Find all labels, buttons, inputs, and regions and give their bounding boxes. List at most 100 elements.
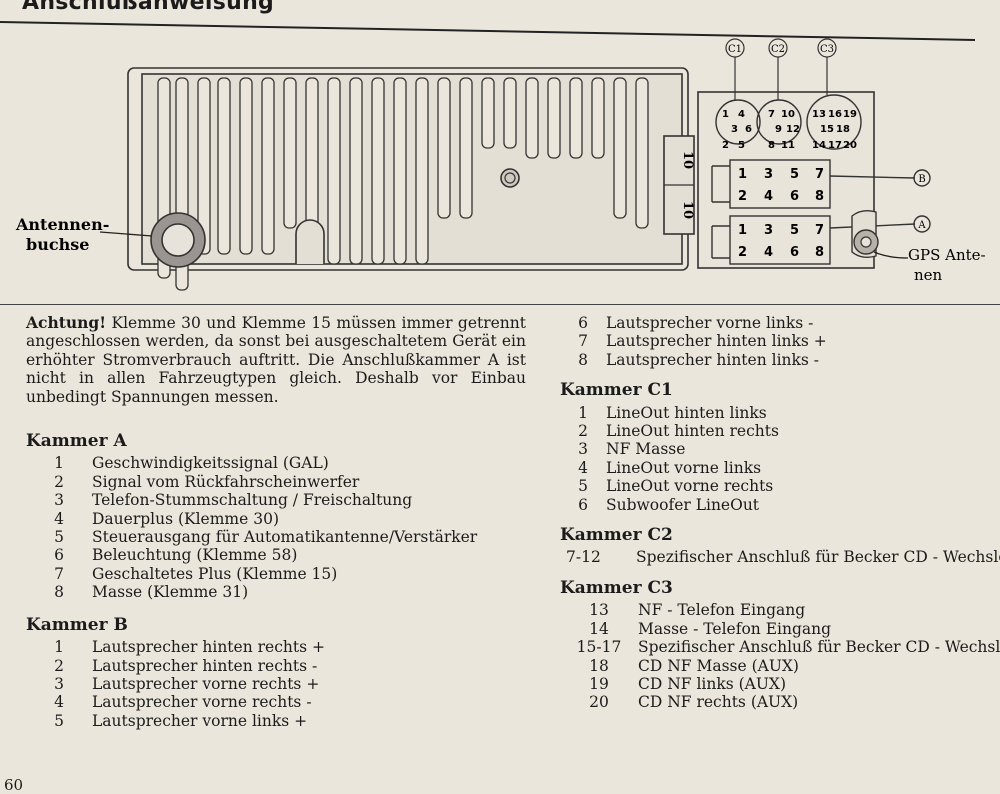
item-number: 7 — [578, 332, 588, 351]
kammer-b-title: Kammer B — [26, 614, 128, 635]
cooling-fin — [283, 77, 297, 229]
item-number: 4 — [578, 458, 588, 477]
a-pin-5: 5 — [790, 223, 799, 238]
item-number: 3 — [578, 440, 588, 459]
list-item: 3 Lautsprecher vorne rechts + — [26, 675, 526, 693]
callout-b: B — [918, 174, 925, 185]
item-label: LineOut vorne links — [606, 458, 762, 477]
gps-label-line1: GPS Ante- — [908, 246, 986, 264]
item-number: 2 — [54, 656, 64, 675]
mount-bump — [295, 219, 325, 264]
item-number: 1 — [54, 454, 64, 473]
connector-b — [711, 159, 931, 209]
antenna-socket — [99, 212, 206, 268]
item-label: Subwoofer LineOut — [606, 495, 760, 514]
item-number: 3 — [54, 674, 64, 693]
a-pin-8: 8 — [815, 245, 824, 260]
item-label: Telefon-Stummschaltung / Freischaltung — [92, 491, 413, 510]
item-label: NF - Telefon Eingang — [638, 601, 806, 620]
item-number: 7 — [54, 564, 64, 583]
cooling-fin — [459, 77, 473, 219]
item-label: LineOut vorne rechts — [606, 477, 774, 496]
item-number: 5 — [578, 477, 588, 496]
cooling-fin — [635, 77, 649, 229]
callout-c2: C2 — [771, 44, 785, 55]
item-label: Lautsprecher vorne rechts - — [92, 693, 312, 712]
c3-pin-17: 17 — [828, 140, 842, 151]
kammer-a-title: Kammer A — [26, 431, 127, 452]
cooling-fin — [371, 77, 385, 265]
item-number: 7-12 — [566, 548, 601, 567]
cooling-fin — [349, 77, 363, 265]
item-number: 15-17 — [576, 638, 622, 657]
antenna-label-line2: buchse — [26, 235, 89, 254]
b-pin-6: 6 — [790, 189, 799, 204]
item-number: 1 — [578, 403, 588, 422]
connector-c — [715, 94, 862, 150]
c2-pin-7: 7 — [768, 109, 775, 120]
item-label: Signal vom Rückfahrscheinwerfer — [92, 472, 360, 491]
a-pin-7: 7 — [815, 223, 824, 238]
item-number: 4 — [54, 693, 64, 712]
cooling-fin — [415, 77, 429, 265]
page-heading: Anschlußanweisung — [22, 0, 275, 15]
item-number: 20 — [589, 693, 609, 712]
b-pin-7: 7 — [815, 167, 824, 182]
cooling-fin — [239, 77, 253, 255]
warning-paragraph: Achtung! Klemme 30 und Klemme 15 müssen … — [26, 313, 526, 406]
item-number: 2 — [54, 472, 64, 491]
list-item: 2 LineOut hinten rechts — [560, 422, 990, 440]
b-pin-4: 4 — [764, 189, 773, 204]
item-label: Lautsprecher vorne rechts + — [92, 674, 320, 693]
item-number: 2 — [578, 422, 588, 441]
item-label: Dauerplus (Klemme 30) — [92, 509, 279, 528]
gps-socket — [851, 209, 909, 259]
callout-c3: C3 — [820, 44, 834, 55]
item-number: 5 — [54, 711, 64, 730]
item-label: Spezifischer Anschluß für Becker CD - We… — [638, 638, 1000, 657]
item-number: 6 — [54, 546, 64, 565]
b-pin-5: 5 — [790, 167, 799, 182]
list-item: 2 Signal vom Rückfahrscheinwerfer — [26, 473, 526, 491]
section-divider — [0, 304, 1000, 305]
item-label: LineOut hinten rechts — [606, 422, 779, 441]
item-label: Masse (Klemme 31) — [92, 583, 249, 602]
c3-pin-15: 15 — [820, 124, 834, 135]
cooling-fin — [591, 77, 605, 159]
cooling-fin — [503, 77, 517, 149]
kammer-c3-title: Kammer C3 — [560, 577, 673, 598]
item-number: 5 — [54, 528, 64, 547]
item-label: Masse - Telefon Eingang — [638, 619, 832, 638]
cooling-fin — [547, 77, 561, 159]
c3-pin-14: 14 — [812, 140, 826, 151]
item-number: 13 — [589, 601, 609, 620]
item-label: Lautsprecher vorne links - — [606, 314, 814, 332]
page-number: 60 — [4, 776, 24, 794]
c1-pin-2: 2 — [722, 140, 729, 151]
kammer-a-list: 1 Geschwindigkeitssignal (GAL) 2 Signal vom… — [26, 454, 526, 601]
antenna-label-line1: Antennen- — [15, 215, 109, 234]
list-item: 4 LineOut vorne links — [560, 459, 990, 477]
item-label: Geschwindigkeitssignal (GAL) — [92, 454, 329, 473]
cooling-fin — [217, 77, 231, 255]
callout-a: A — [917, 220, 926, 231]
b-pin-1: 1 — [738, 167, 747, 182]
a-pin-4: 4 — [764, 245, 773, 260]
c1-pin-1: 1 — [722, 109, 729, 120]
item-number: 6 — [578, 495, 588, 514]
a-pin-3: 3 — [764, 223, 773, 238]
